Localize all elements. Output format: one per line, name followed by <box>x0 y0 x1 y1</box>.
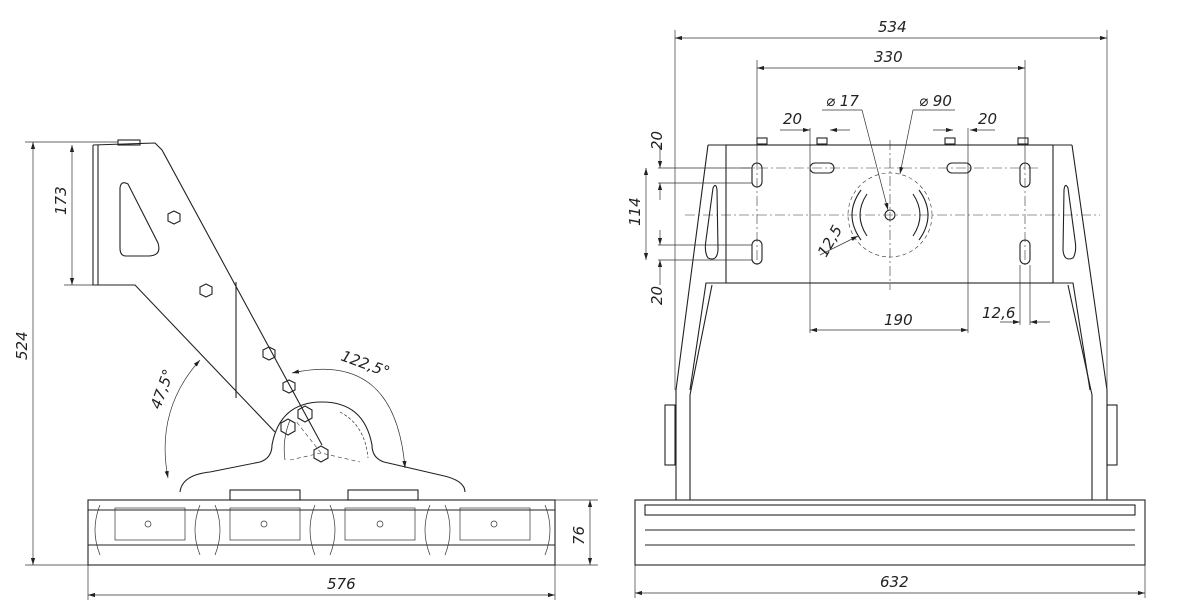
lamp-body <box>87 489 556 566</box>
dim-slot-spacing: 190 <box>884 311 913 329</box>
dim-overall-width: 534 <box>878 18 907 36</box>
dim-vertical-spacing: 114 <box>626 197 644 226</box>
slot-holes <box>751 162 1031 265</box>
dim-bottom-offset: 20 <box>648 286 666 305</box>
bolt-icon <box>167 210 181 225</box>
bolt-icon <box>262 346 276 361</box>
dim-slot-right: 20 <box>978 110 997 128</box>
dim-top-offset: 20 <box>648 131 666 150</box>
dim-tilt-down: 47,5° <box>147 367 178 412</box>
mounting-plate <box>664 137 1118 500</box>
bolt-icon <box>199 283 213 298</box>
dim-bracket-height: 173 <box>52 186 70 215</box>
dim-total-length: 576 <box>327 575 356 593</box>
dim-hole-spacing: 330 <box>874 48 903 66</box>
dim-slot-left: 20 <box>783 110 802 128</box>
dim-body-height: 76 <box>570 526 588 545</box>
dim-arc-slot: 12,5 <box>814 222 846 260</box>
dim-tilt-up: 122,5° <box>339 347 393 381</box>
mounting-bracket <box>92 139 466 493</box>
side-view: 524 173 122,5° 47,5° 576 76 <box>13 139 598 600</box>
front-view: 534 330 ⌀ 17 ⌀ 90 20 20 20 114 20 12,5 1… <box>626 18 1146 598</box>
dim-bolt-circle: ⌀ 90 <box>919 92 952 110</box>
dim-total-height: 524 <box>13 331 31 360</box>
dim-total-width: 632 <box>880 573 909 591</box>
bolt-icon <box>282 379 296 394</box>
dimension-lines <box>25 141 598 600</box>
dim-center-hole: ⌀ 17 <box>826 92 859 110</box>
dim-slot-width: 12,6 <box>982 304 1015 322</box>
bolt-icon <box>280 418 296 436</box>
lamp-bar <box>634 499 1146 566</box>
dimension-lines <box>634 30 1146 598</box>
